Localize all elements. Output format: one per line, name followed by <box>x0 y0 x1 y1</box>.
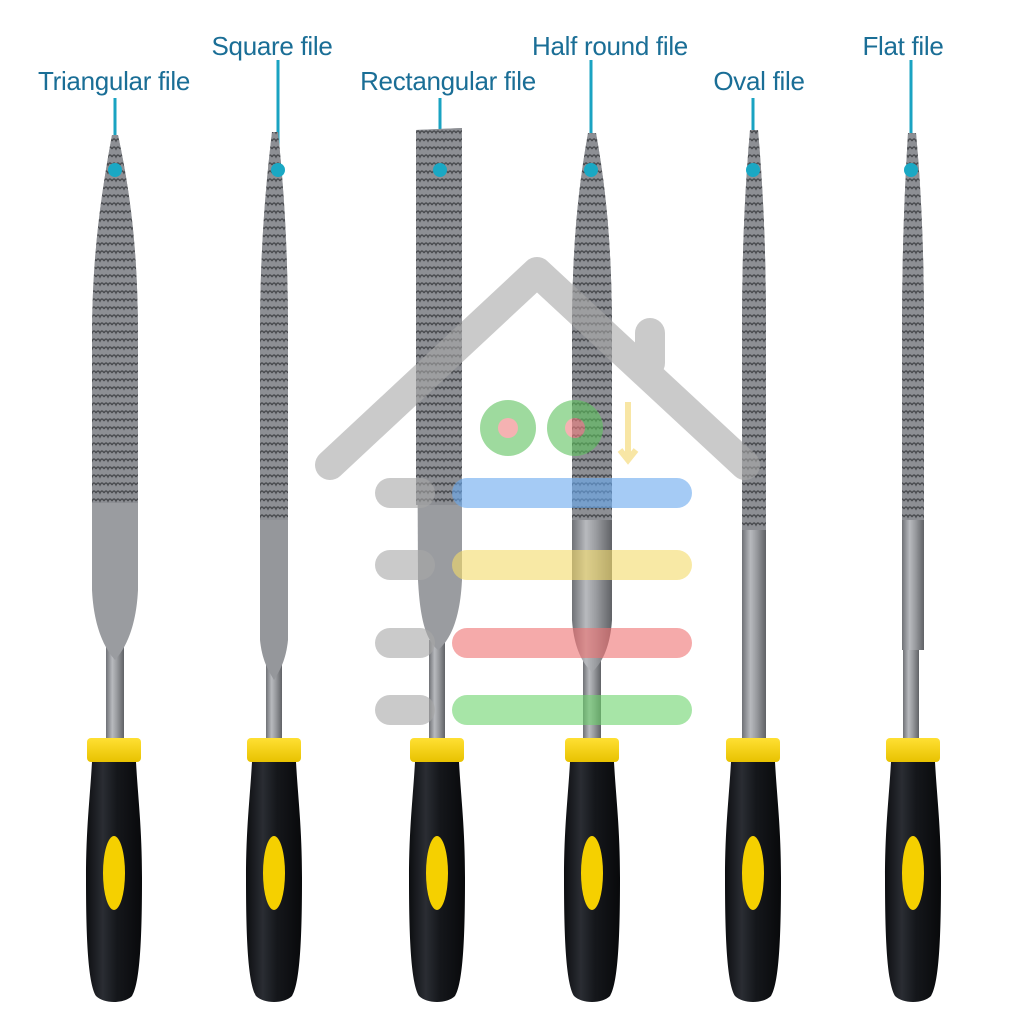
leader-line-flat <box>909 60 913 170</box>
flat-file <box>885 133 941 1002</box>
leader-line-triangular <box>113 98 117 170</box>
leader-line-half-round <box>589 60 593 170</box>
label-flat-file: Flat file <box>862 31 944 61</box>
label-oval-file: Oval file <box>713 66 805 96</box>
label-rectangular-file: Rectangular file <box>360 66 536 96</box>
rectangular-file <box>409 128 465 1002</box>
triangular-file <box>86 135 142 1002</box>
marker-dot-triangular <box>108 163 122 177</box>
marker-dot-rectangular <box>433 163 447 177</box>
marker-dot-half-round <box>584 163 598 177</box>
square-file <box>246 132 302 1002</box>
label-half-round-file: Half round file <box>532 31 688 61</box>
label-square-file: Square file <box>211 31 333 61</box>
marker-dot-oval <box>746 163 760 177</box>
oval-file <box>725 130 781 1002</box>
marker-dot-square <box>271 163 285 177</box>
half-round-file <box>564 133 620 1002</box>
marker-dot-flat <box>904 163 918 177</box>
leader-line-square <box>276 60 280 170</box>
label-triangular-file: Triangular file <box>37 66 191 96</box>
